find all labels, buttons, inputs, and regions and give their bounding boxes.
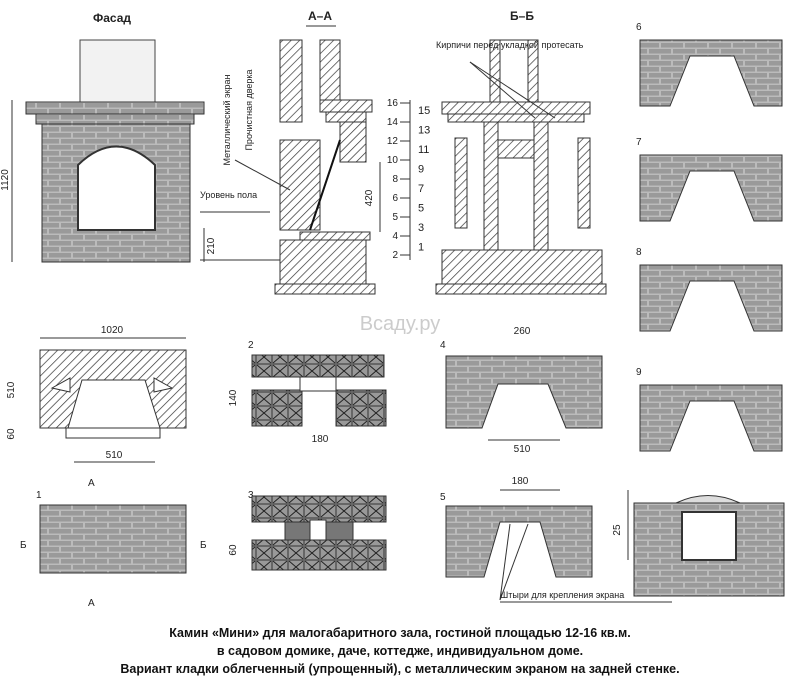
dim-260: 260 xyxy=(514,326,531,337)
row-number-left: 4 xyxy=(392,231,398,242)
row-number-left: 10 xyxy=(387,155,399,166)
label-cleaning-door: Прочистная дверка xyxy=(244,69,254,150)
dim-210: 210 xyxy=(206,237,217,254)
plan-number-7: 7 xyxy=(636,137,642,148)
plan-number-2: 2 xyxy=(248,340,254,351)
section-mark-b-left: Б xyxy=(20,540,27,551)
row-scale: 16 14 12 10 8 6 5 4 2 15 13 11 9 7 5 3 1 xyxy=(387,98,430,261)
label-floor-level: Уровень пола xyxy=(200,190,257,200)
dim-510-row4: 510 xyxy=(514,444,531,455)
dim-510-opening: 510 xyxy=(106,450,123,461)
dim-60-row3: 60 xyxy=(228,544,239,556)
row-number-right: 9 xyxy=(418,164,424,176)
section-mark-a-top: А xyxy=(88,478,95,489)
plan-number-8: 8 xyxy=(636,247,642,258)
dim-510-depth: 510 xyxy=(6,381,17,398)
row-number-left: 12 xyxy=(387,136,399,147)
row-number-left: 16 xyxy=(387,98,399,109)
plan-3: 3 60 xyxy=(228,490,387,571)
row-number-right: 11 xyxy=(418,144,429,156)
section-mark-a-bottom: А xyxy=(88,598,95,609)
row-number-right: 13 xyxy=(418,125,430,137)
row-number-left: 14 xyxy=(387,117,399,128)
plan-2: 2 140 180 xyxy=(228,340,387,445)
row-number-left: 2 xyxy=(392,250,398,261)
label-metal-screen: Металлический экран xyxy=(222,74,232,165)
row-number-right: 1 xyxy=(418,242,424,254)
row-number-right: 15 xyxy=(418,105,430,117)
plan-7-outline xyxy=(639,154,783,222)
section-aa-title: А–А xyxy=(308,9,332,23)
plan-number-4: 4 xyxy=(440,340,446,351)
dim-25: 25 xyxy=(612,524,623,536)
row-number-right: 7 xyxy=(418,183,424,195)
row-number-left: 8 xyxy=(392,174,398,185)
plan-9-outline xyxy=(639,384,783,452)
plan-number-5: 5 xyxy=(440,492,446,503)
dim-140: 140 xyxy=(228,389,239,406)
facade-title: Фасад xyxy=(93,11,131,25)
caption-line-1: Камин «Мини» для малогабаритного зала, г… xyxy=(169,626,631,640)
row-number-left: 5 xyxy=(392,212,398,223)
plan-5: 5 180 Штыри для крепления экрана xyxy=(440,476,672,603)
watermark: Всаду.ру xyxy=(360,313,441,335)
fireplace-drawing: Фасад 1120 210 А–А 420 Металлический экр… xyxy=(0,9,785,609)
caption-line-3: Вариант кладки облегченный (упрощенный),… xyxy=(120,662,680,676)
section-bb-title: Б–Б xyxy=(510,9,534,23)
dim-180: 180 xyxy=(312,434,329,445)
plan-number-3: 3 xyxy=(248,490,254,501)
section-mark-b-right: Б xyxy=(200,540,207,551)
plan-base: 1020 510 60 510 xyxy=(6,325,187,463)
dim-1120: 1120 xyxy=(0,169,11,191)
plan-4: 4 260 510 xyxy=(440,326,603,455)
dim-180-row5: 180 xyxy=(512,476,529,487)
section-aa: А–А 420 Металлический экран Прочистная д… xyxy=(200,9,381,295)
label-screen-pins: Штыри для крепления экрана xyxy=(500,590,624,600)
row-number-right: 3 xyxy=(418,222,424,234)
dim-1020: 1020 xyxy=(101,325,124,336)
plan-number-1: 1 xyxy=(36,490,42,501)
right-plans: 6 7 8 9 xyxy=(636,22,783,452)
section-bb: Б–Б Кирпичи перед укладкой протесать xyxy=(435,9,607,295)
label-bricks-hew: Кирпичи перед укладкой протесать xyxy=(436,40,584,50)
metal-screen-line xyxy=(309,139,341,231)
dim-60: 60 xyxy=(6,428,17,440)
dim-420: 420 xyxy=(364,189,375,206)
row-number-left: 6 xyxy=(392,193,398,204)
caption-line-2: в садовом домике, даче, коттедже, индиви… xyxy=(216,644,584,658)
plan-number-6: 6 xyxy=(636,22,642,33)
facade-view: Фасад 1120 210 xyxy=(0,11,217,263)
caption: Камин «Мини» для малогабаритного зала, г… xyxy=(0,624,800,678)
plan-8-outline xyxy=(639,264,783,332)
plan-number-9: 9 xyxy=(636,367,642,378)
facade-detail: 25 xyxy=(612,490,785,597)
plan-6-outline xyxy=(639,39,783,107)
plan-1: 1 А А Б Б xyxy=(20,478,207,609)
row-number-right: 5 xyxy=(418,203,424,215)
